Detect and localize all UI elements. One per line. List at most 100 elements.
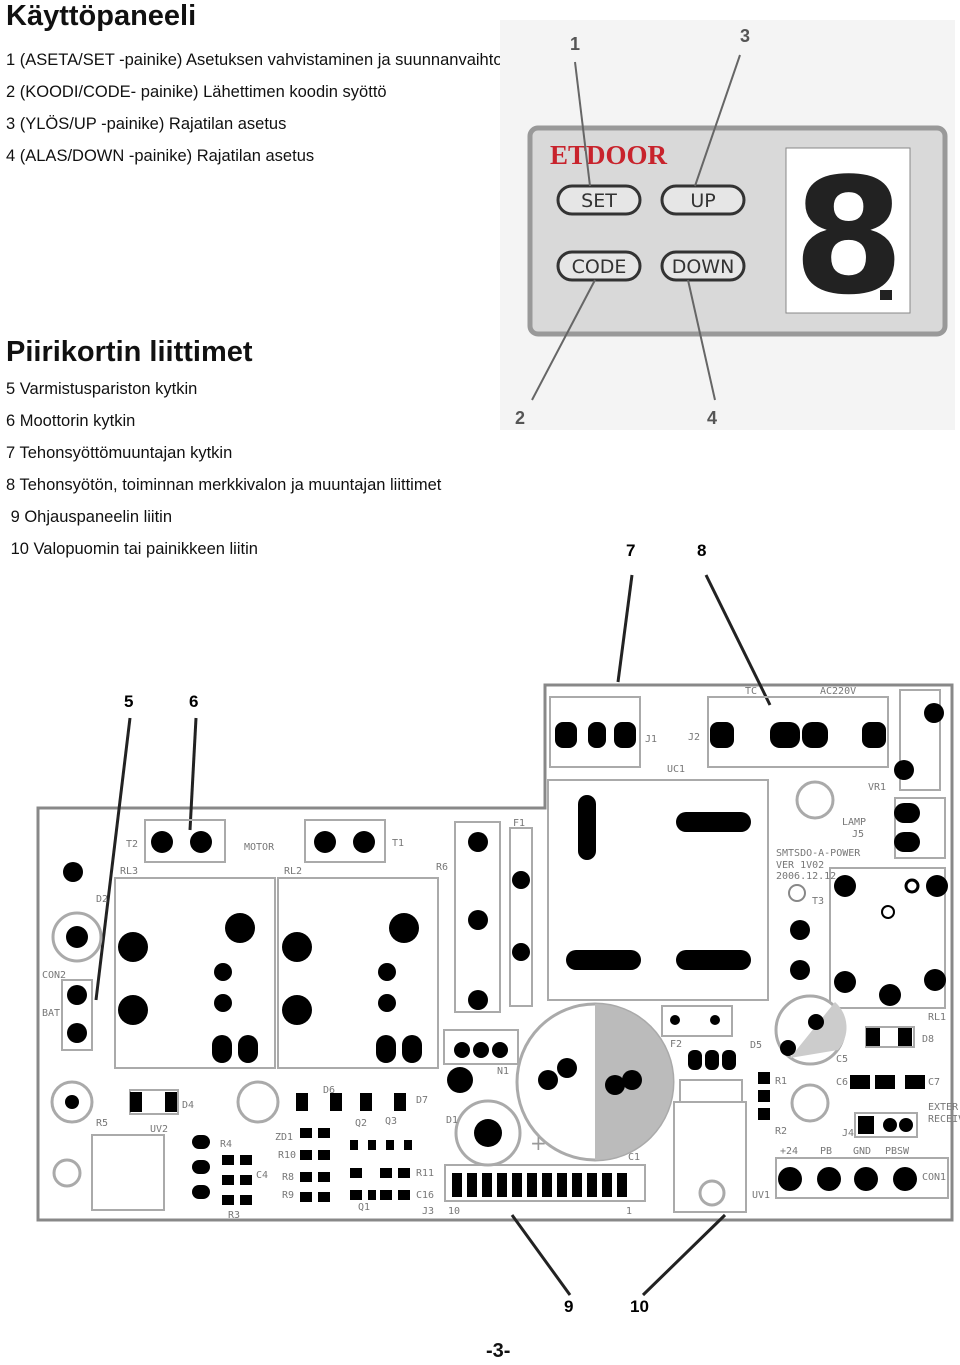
pad	[924, 969, 946, 991]
pad	[926, 875, 948, 897]
connector-j1	[549, 696, 641, 768]
svg-text:R11: R11	[416, 1168, 434, 1179]
display-dot	[880, 290, 892, 300]
callout-9: 9	[564, 1297, 573, 1316]
svg-text:GND: GND	[853, 1146, 871, 1157]
connector-j3	[444, 1164, 646, 1202]
regulator-uv2	[91, 1134, 165, 1211]
callout-4: 4	[707, 408, 717, 428]
svg-text:UC1: UC1	[667, 764, 685, 775]
callout-6: 6	[189, 692, 198, 711]
panel-section-title: Käyttöpaneeli	[6, 0, 197, 32]
pad	[214, 994, 232, 1012]
pad	[758, 1108, 770, 1120]
transformer-outline	[547, 779, 769, 1001]
pad	[866, 1028, 880, 1046]
connector-con2	[61, 979, 93, 1051]
up-button[interactable]: UP	[660, 184, 746, 216]
pad	[898, 1028, 912, 1046]
digit-display	[785, 147, 911, 314]
svg-text:ZD1: ZD1	[275, 1132, 293, 1143]
pad	[492, 1042, 508, 1058]
callout-line-5	[94, 717, 132, 1001]
svg-text:AC220V: AC220V	[820, 686, 856, 697]
svg-text:T1: T1	[392, 838, 404, 849]
pad	[858, 1116, 874, 1134]
j3-pins	[452, 1173, 627, 1197]
pad	[65, 1095, 79, 1109]
svg-text:D8: D8	[922, 1034, 934, 1045]
svg-text:D1: D1	[446, 1115, 458, 1126]
code-button[interactable]: CODE	[556, 250, 642, 282]
pad	[67, 985, 87, 1005]
display-digit: 8	[793, 143, 904, 330]
list-item: 7 Tehonsyöttömuuntajan kytkin	[6, 444, 233, 462]
pad	[722, 1050, 736, 1070]
down-button[interactable]: DOWN	[660, 250, 746, 282]
list-item: 6 Moottorin kytkin	[6, 412, 136, 430]
pad	[192, 1160, 210, 1174]
pad	[854, 1167, 878, 1191]
mount-hole	[52, 1158, 82, 1188]
pad	[758, 1072, 770, 1084]
pad	[468, 910, 488, 930]
list-item: 2 (KOODI/CODE- painike) Lähettimen koodi…	[6, 83, 387, 101]
svg-text:T2: T2	[126, 839, 138, 850]
pad	[605, 1075, 625, 1095]
pad	[834, 971, 856, 993]
svg-text:R8: R8	[282, 1172, 294, 1183]
svg-text:UV1: UV1	[752, 1190, 770, 1201]
callout-line-3	[694, 54, 741, 187]
resistor-r5	[50, 1080, 94, 1124]
connector-t2	[144, 819, 226, 863]
svg-text:UV2: UV2	[150, 1124, 168, 1135]
capacitor-c1	[515, 1002, 675, 1162]
pad	[378, 994, 396, 1012]
pad	[780, 1040, 796, 1056]
svg-text:RL1: RL1	[928, 1012, 946, 1023]
pad	[790, 960, 810, 980]
svg-text:T3: T3	[812, 896, 824, 907]
svg-text:BAT: BAT	[42, 1008, 60, 1019]
callout-7: 7	[626, 541, 635, 560]
pad	[710, 1015, 720, 1025]
diode-d2	[51, 911, 103, 963]
relay-rl2	[277, 877, 439, 1069]
diode-d8	[865, 1026, 915, 1048]
list-item: 3 (YLÖS/UP -painike) Rajatilan asetus	[6, 115, 287, 133]
svg-text:J4: J4	[842, 1128, 854, 1139]
svg-text:PBSW: PBSW	[885, 1146, 910, 1157]
svg-text:PB: PB	[820, 1146, 832, 1157]
pad	[447, 1067, 473, 1093]
up-button-label: UP	[690, 190, 715, 212]
svg-text:R2: R2	[775, 1126, 787, 1137]
svg-text:Q2: Q2	[355, 1118, 367, 1129]
pad	[238, 1035, 258, 1063]
pad	[512, 943, 530, 961]
page-number: -3-	[486, 1340, 511, 1362]
callout-line-10	[641, 1213, 727, 1297]
pad	[402, 1035, 422, 1063]
j1-pin	[588, 722, 606, 748]
svg-text:D7: D7	[416, 1095, 428, 1106]
resistor-r6	[454, 821, 501, 1013]
pad	[778, 1167, 802, 1191]
pad	[788, 884, 806, 902]
svg-text:D2: D2	[96, 894, 108, 905]
pad	[894, 803, 920, 823]
callout-line-4	[687, 279, 716, 401]
set-button-label: SET	[581, 190, 617, 212]
svg-text:RL3: RL3	[120, 866, 138, 877]
capacitor-c1-shade	[595, 1004, 673, 1160]
pad	[66, 926, 88, 948]
pad	[282, 932, 312, 962]
svg-text:10: 10	[448, 1206, 460, 1217]
list-item: 9 Ohjauspaneelin liitin	[6, 508, 173, 526]
set-button[interactable]: SET	[556, 184, 642, 216]
pad	[904, 878, 920, 894]
pad	[376, 1035, 396, 1063]
panel-button-list: 1 (ASETA/SET -painike) Asetuksen vahvist…	[6, 44, 568, 172]
pad	[165, 1092, 177, 1112]
j1-pin	[555, 722, 577, 748]
lamp-connector	[894, 797, 946, 859]
